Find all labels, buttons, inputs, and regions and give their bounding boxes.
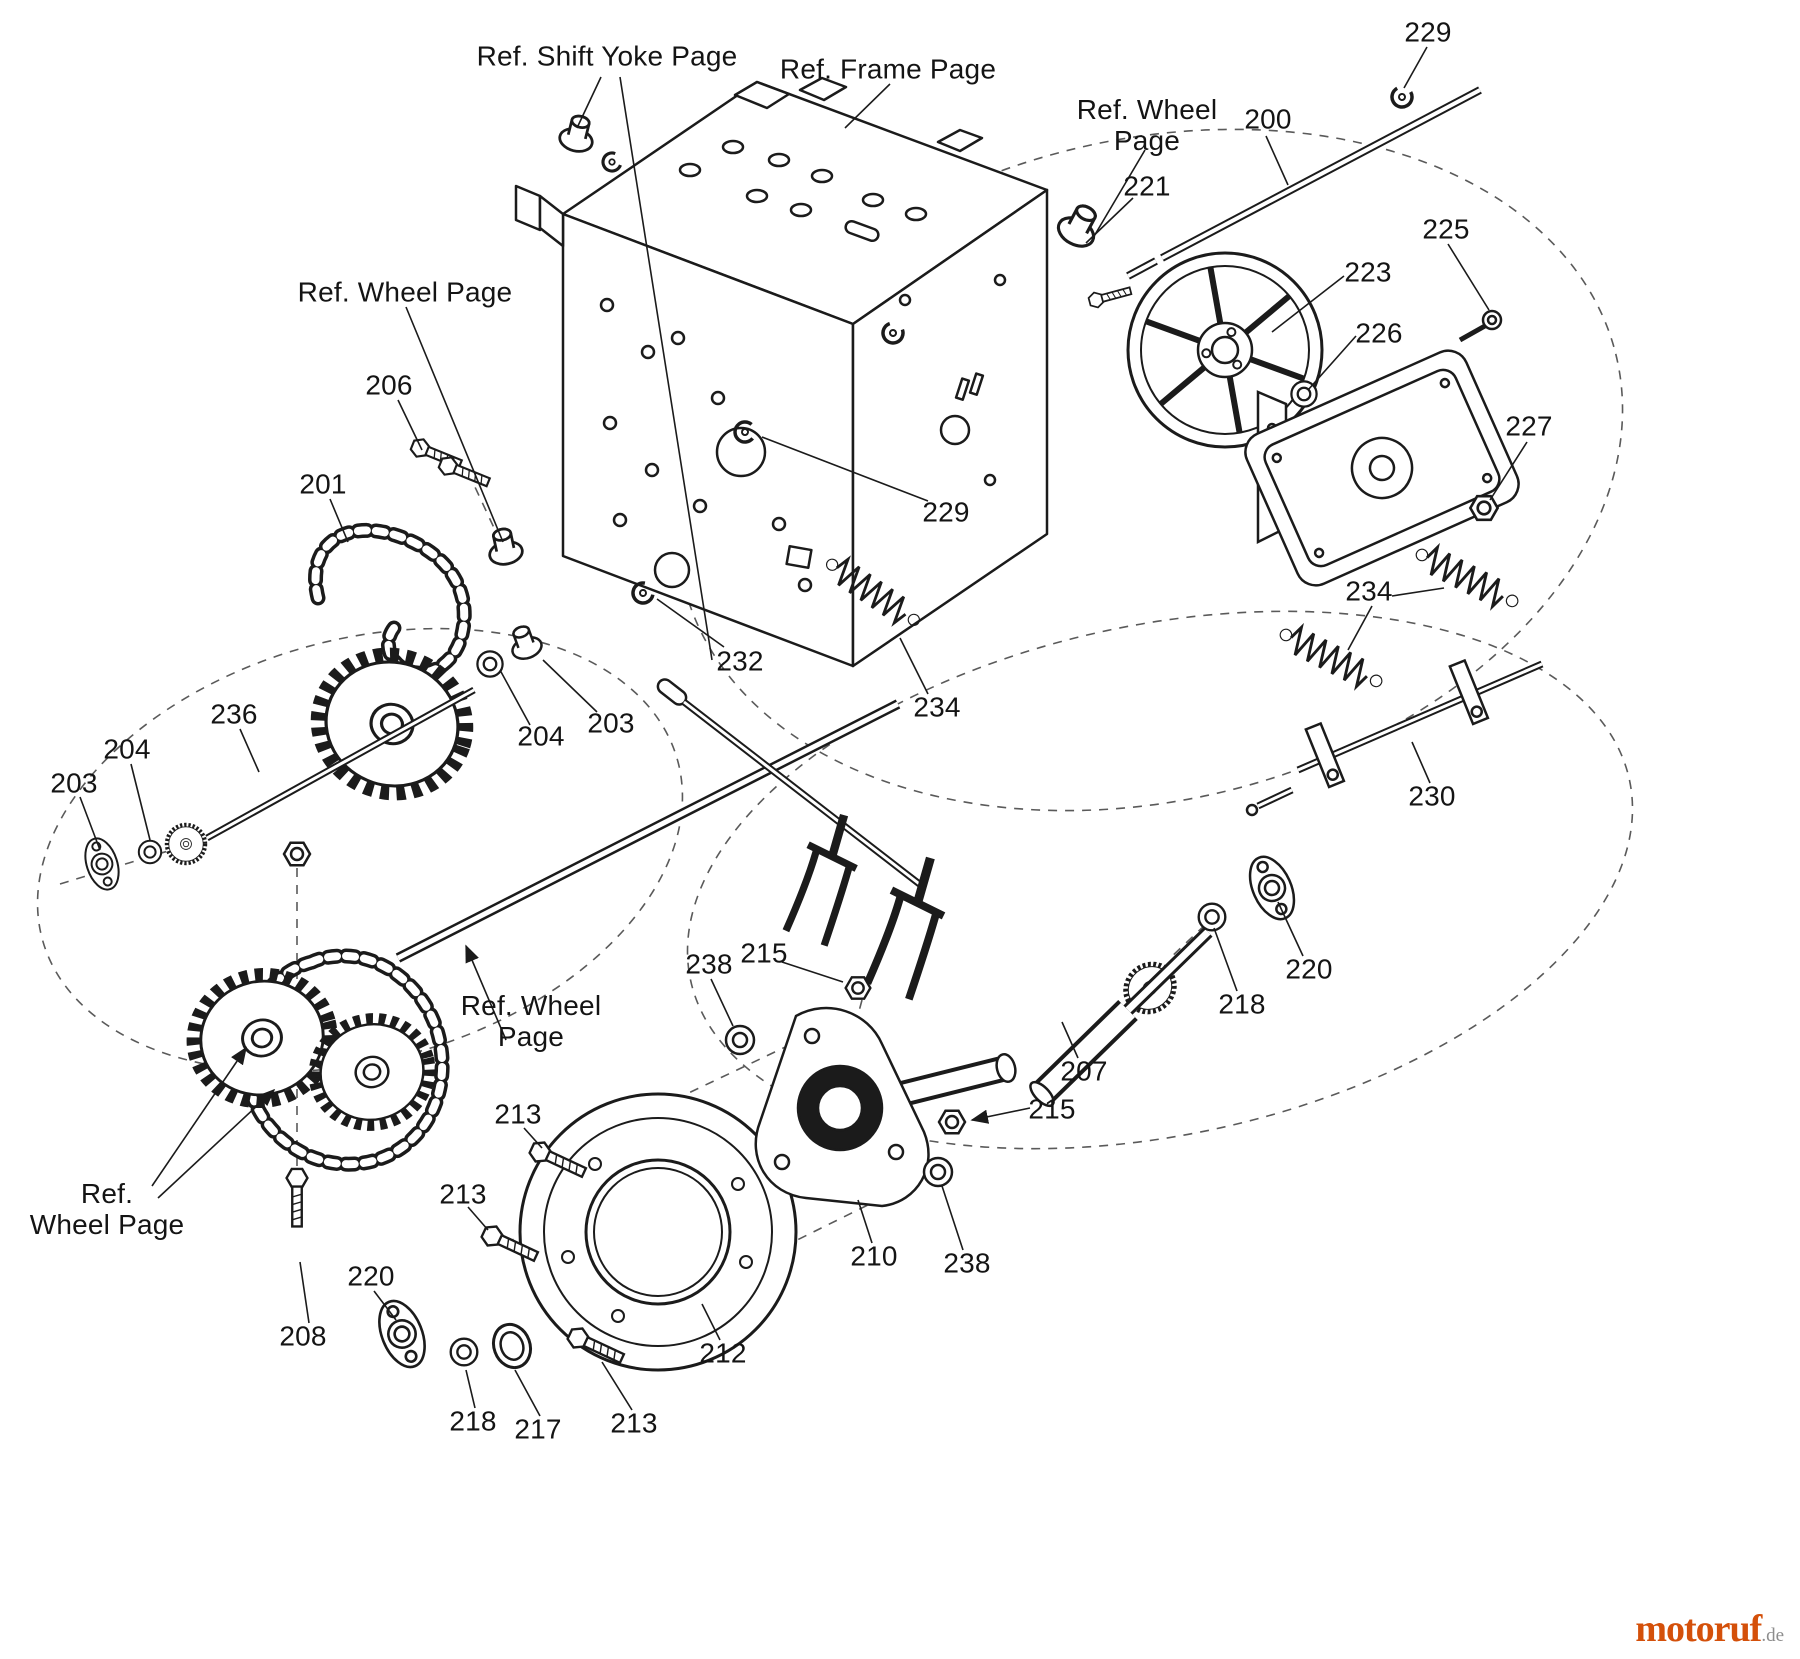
wheel-223 [1126,251,1324,449]
bearing-220-bottom [369,1293,435,1375]
washer-238-lower [922,1156,954,1188]
bushing-shift-yoke [555,111,600,157]
leader-lines [79,46,1528,1417]
bolt-221-side [1086,282,1134,311]
nut-215-lower [937,1109,967,1135]
nut-215-upper [844,976,872,1000]
hex-axle-wheel [395,699,901,963]
washer-238-upper [724,1024,756,1056]
pin-225 [1458,309,1503,343]
axle-shaft-200 [1126,86,1482,280]
bolt-208 [285,1167,309,1228]
bushing-221 [1052,197,1108,254]
bracket-plate-210 [754,1006,930,1208]
drive-chain-201 [308,522,472,681]
shift-yoke-fork-left [783,808,870,948]
sprocket-upper-201 [300,635,484,812]
washer-218-right [1197,902,1227,932]
spring-234-right-lower [1273,618,1389,698]
watermark-brand: motoruf [1635,1608,1762,1650]
frame-assembly [514,76,1049,668]
bearing-220-right [1239,848,1305,928]
bushing-frame-left [483,524,526,569]
friction-drum-212 [518,1092,798,1372]
sprocket-small-left [164,822,208,866]
e-ring-229-top [1386,81,1418,113]
shift-yoke-fork-right [864,850,958,1002]
watermark: motoruf.de [1635,1607,1784,1651]
washer-218-bottom [449,1337,479,1367]
bolt-206-b [435,453,493,492]
spring-234-right-upper [1409,538,1525,618]
bushing-203-mid [504,620,546,664]
nut-227 [1469,494,1499,522]
bearing-203-left [78,833,126,895]
sprocket-lower-left [180,960,345,1117]
axle-shaft-236 [205,686,476,842]
watermark-domain-suffix: .de [1761,1625,1784,1646]
collar-217 [491,1322,533,1370]
axle-assembly-207 [1029,927,1213,1108]
nut-axle-left [282,841,312,867]
e-ring-top-left [598,148,626,176]
washer-204-mid [476,650,504,678]
washer-204-left [137,839,163,865]
shift-rod-and-yokes [656,678,958,1002]
rod-230 [1245,658,1544,817]
cover-plate-227 [1244,349,1520,587]
